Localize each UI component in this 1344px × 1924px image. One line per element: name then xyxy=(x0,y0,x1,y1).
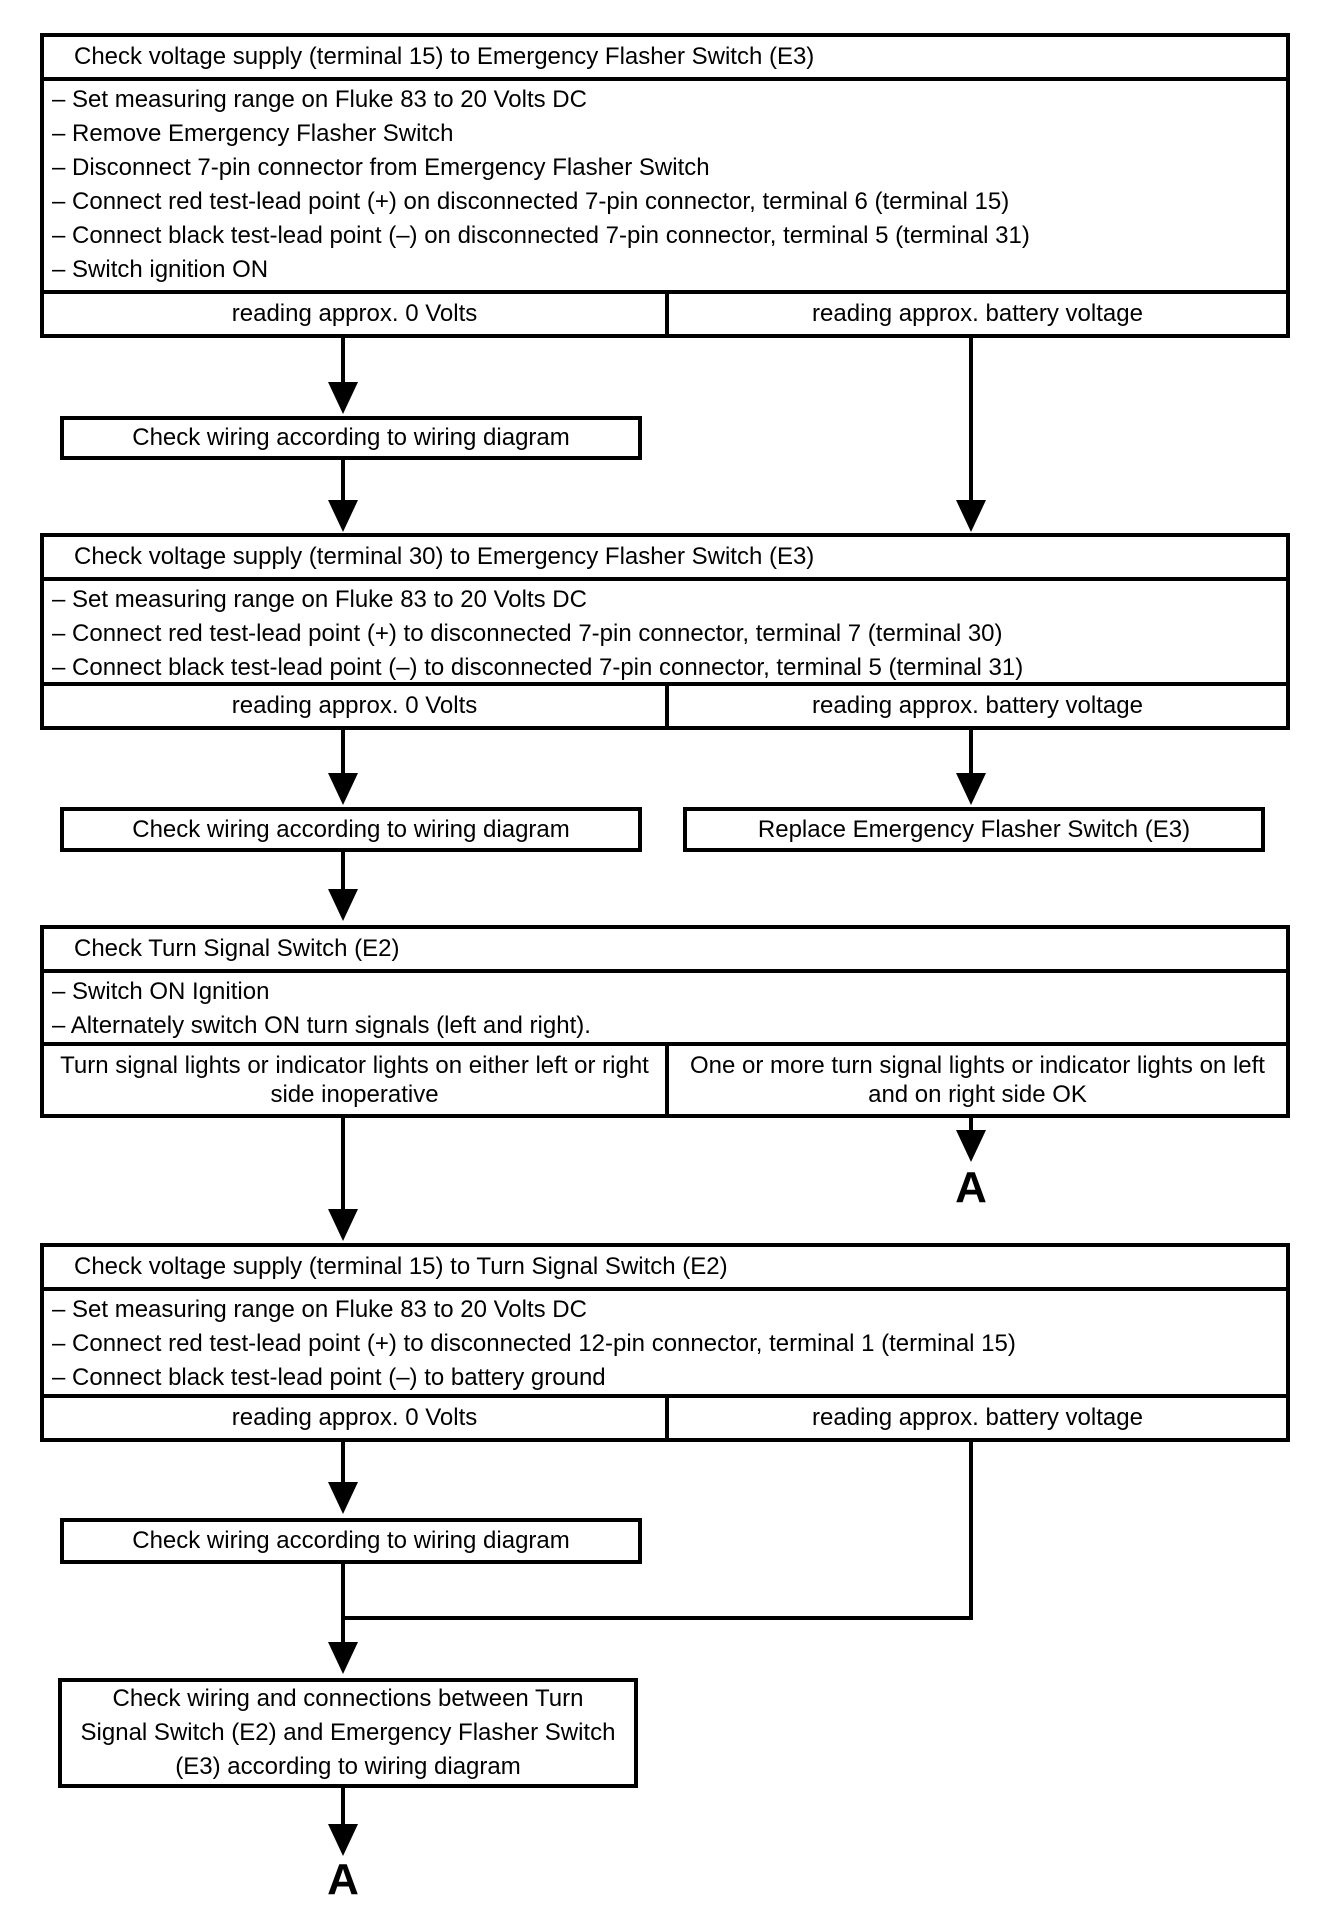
step-item: – Connect red test-lead point (+) to dis… xyxy=(52,620,1003,647)
action-replace-flasher-switch: Replace Emergency Flasher Switch (E3) xyxy=(683,807,1265,852)
outcome-cell-right: One or more turn signal lights or indica… xyxy=(665,1046,1286,1114)
arrowhead-icon xyxy=(328,500,358,532)
arrowhead-icon xyxy=(328,773,358,805)
step-item: – Set measuring range on Fluke 83 to 20 … xyxy=(52,1296,587,1323)
outcome-row: reading approx. 0 Volts reading approx. … xyxy=(44,682,1286,726)
arrowhead-icon xyxy=(328,1824,358,1856)
step-item: – Connect black test-lead point (–) to d… xyxy=(52,654,1024,681)
connector-line xyxy=(341,1564,345,1642)
outcome-cell-left: Turn signal lights or indicator lights o… xyxy=(60,1052,649,1108)
check-block-voltage-terminal15-e2: Check voltage supply (terminal 15) to Tu… xyxy=(40,1243,1290,1442)
block-title: Check voltage supply (terminal 15) to Tu… xyxy=(44,1247,1286,1291)
action-label: Check wiring according to wiring diagram xyxy=(132,424,570,451)
block-title: Check Turn Signal Switch (E2) xyxy=(44,929,1286,973)
connector-label-a: A xyxy=(955,1163,987,1212)
connector-line xyxy=(341,1616,973,1620)
block-title: Check voltage supply (terminal 15) to Em… xyxy=(44,37,1286,81)
outcome-cell-left: reading approx. 0 Volts xyxy=(231,692,478,719)
outcome-row: reading approx. 0 Volts reading approx. … xyxy=(44,290,1286,334)
outcome-row: reading approx. 0 Volts reading approx. … xyxy=(44,1394,1286,1438)
arrowhead-icon xyxy=(328,1482,358,1514)
check-block-voltage-terminal15-e3: Check voltage supply (terminal 15) to Em… xyxy=(40,33,1290,338)
arrowhead-icon xyxy=(328,382,358,414)
arrowhead-icon xyxy=(956,500,986,532)
action-label: Replace Emergency Flasher Switch (E3) xyxy=(757,815,1191,843)
step-item: – Connect black test-lead point (–) on d… xyxy=(52,222,1030,249)
step-item: – Connect red test-lead point (+) on dis… xyxy=(52,188,1010,215)
arrowhead-icon xyxy=(328,889,358,921)
step-item: – Set measuring range on Fluke 83 to 20 … xyxy=(52,86,587,113)
outcome-cell-right: reading approx. battery voltage xyxy=(665,1398,1286,1438)
connector-line xyxy=(969,338,973,502)
connector-line xyxy=(969,730,973,774)
step-item: – Switch ignition ON xyxy=(52,256,269,283)
outcome-row: Turn signal lights or indicator lights o… xyxy=(44,1042,1286,1114)
check-block-turn-signal-switch: Check Turn Signal Switch (E2) – Switch O… xyxy=(40,925,1290,1118)
arrowhead-icon xyxy=(328,1209,358,1241)
outcome-cell-right: reading approx. battery voltage xyxy=(665,686,1286,726)
block-steps: – Set measuring range on Fluke 83 to 20 … xyxy=(44,581,1286,682)
step-item: – Remove Emergency Flasher Switch xyxy=(52,120,454,147)
check-block-voltage-terminal30-e3: Check voltage supply (terminal 30) to Em… xyxy=(40,533,1290,730)
arrowhead-icon xyxy=(956,773,986,805)
step-item: – Alternately switch ON turn signals (le… xyxy=(52,1012,591,1039)
action-check-wiring-connections: Check wiring and connections between Tur… xyxy=(58,1678,638,1788)
outcome-cell-right: reading approx. battery voltage xyxy=(665,294,1286,334)
block-steps: – Set measuring range on Fluke 83 to 20 … xyxy=(44,1291,1286,1394)
outcome-cell-left: reading approx. 0 Volts xyxy=(231,1404,478,1431)
step-item: – Connect black test-lead point (–) to b… xyxy=(52,1364,606,1391)
block-steps: – Switch ON Ignition – Alternately switc… xyxy=(44,973,1286,1042)
step-item: – Connect red test-lead point (+) to dis… xyxy=(52,1330,1016,1357)
connector-line xyxy=(969,1442,973,1620)
action-check-wiring-2: Check wiring according to wiring diagram xyxy=(60,807,642,852)
step-item: – Disconnect 7-pin connector from Emerge… xyxy=(52,154,710,181)
step-item: – Switch ON Ignition xyxy=(52,978,270,1005)
action-check-wiring-1: Check wiring according to wiring diagram xyxy=(60,416,642,460)
action-label: Check wiring according to wiring diagram xyxy=(132,1527,570,1554)
outcome-cell-left: reading approx. 0 Volts xyxy=(231,300,478,327)
connector-line xyxy=(341,1118,345,1210)
arrowhead-icon xyxy=(328,1642,358,1674)
action-label: Check wiring and connections between Tur… xyxy=(80,1685,616,1780)
connector-line xyxy=(341,852,345,890)
connector-label-a: A xyxy=(327,1855,359,1904)
connector-line xyxy=(341,1442,345,1484)
arrowhead-icon xyxy=(956,1130,986,1162)
connector-line xyxy=(341,1788,345,1824)
connector-line xyxy=(341,338,345,384)
block-steps: – Set measuring range on Fluke 83 to 20 … xyxy=(44,81,1286,290)
step-item: – Set measuring range on Fluke 83 to 20 … xyxy=(52,586,587,613)
connector-line xyxy=(341,460,345,502)
action-check-wiring-3: Check wiring according to wiring diagram xyxy=(60,1518,642,1564)
action-label: Check wiring according to wiring diagram xyxy=(132,815,570,843)
block-title: Check voltage supply (terminal 30) to Em… xyxy=(44,537,1286,581)
connector-line xyxy=(341,730,345,774)
connector-line xyxy=(969,1118,973,1130)
